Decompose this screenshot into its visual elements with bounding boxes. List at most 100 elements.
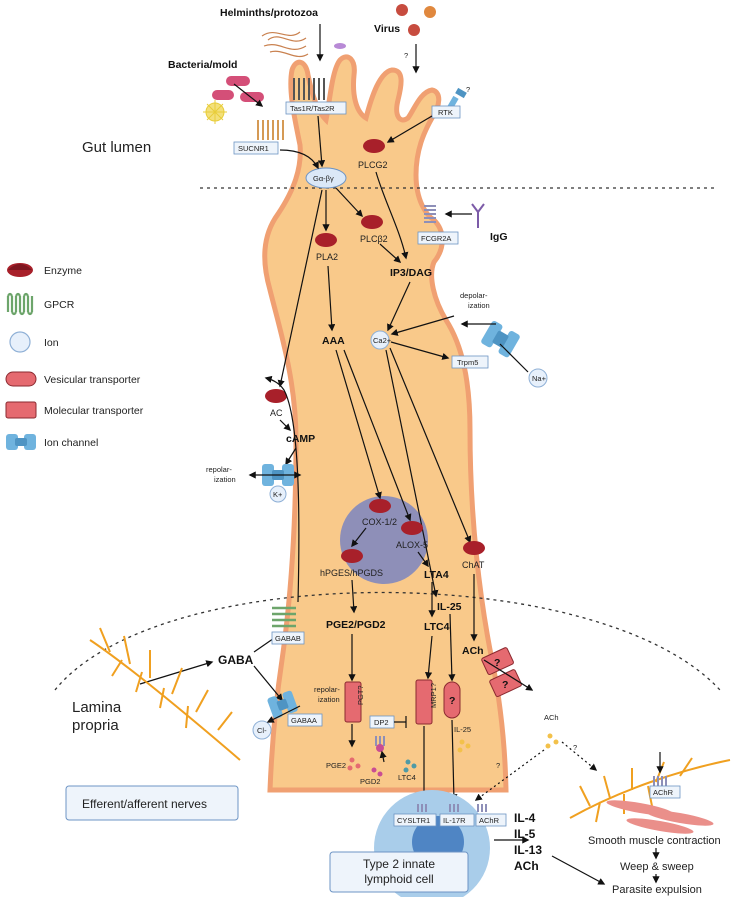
sucnr1-gpcr-icon [257, 120, 284, 140]
protozoa-icon [334, 43, 346, 49]
parasite-expulsion-label: Parasite expulsion [612, 884, 702, 896]
legend-label-vesicular: Vesicular transporter [44, 374, 141, 386]
ltc4-out-label: LTC4 [398, 773, 416, 782]
tas-receptor-box [285, 101, 347, 115]
chat-label: ChAT [462, 560, 485, 570]
cysltr1-label: CYSLTR1 [397, 816, 430, 825]
repolarization-left-label: repolar-ization [206, 465, 236, 484]
g-protein-label: Gα-βγ [313, 174, 334, 183]
transporter-question-1: ? [494, 657, 500, 669]
legend: Enzyme GPCR Ion Vesicular transporter Mo… [5, 263, 144, 450]
achr-ilc-label: AChR [479, 816, 500, 825]
pgt-molecular-transporter [344, 681, 362, 723]
na-ion-label: Na+ [532, 374, 547, 383]
il17r-label: IL-17R [443, 816, 466, 825]
il25-label: IL-25 [437, 601, 462, 613]
achr-ilc-receptor-icon [477, 804, 487, 812]
cytokine-ach: ACh [514, 859, 539, 873]
virus-icon [396, 4, 436, 36]
ac-label: AC [270, 408, 283, 418]
bacteria-label: Bacteria/mold [168, 59, 237, 71]
pge2-molecules-icon [347, 757, 361, 771]
cysltr1-receptor-icon [417, 804, 427, 812]
bacteria-icon [212, 76, 264, 102]
cytokine-il4: IL-4 [514, 811, 536, 825]
gaba-b-box [271, 631, 305, 645]
vesicle-question: ? [449, 695, 455, 707]
plcg2-enzyme-icon [363, 139, 385, 153]
pgd2-molecules-icon [371, 767, 383, 777]
sucnr1-label: SUCNR1 [238, 144, 269, 153]
gaba-b-gpcr-icon [272, 606, 296, 628]
cysltr1-box [393, 813, 437, 827]
tas-receptor-icon [293, 78, 325, 100]
plcb2-enzyme-icon [361, 215, 383, 229]
virus-question: ? [404, 51, 408, 60]
transporter-question-2: ? [502, 679, 508, 691]
il17r-receptor-icon [449, 804, 459, 812]
ilc-box [329, 851, 469, 893]
dp2-label: DP2 [374, 718, 389, 727]
ach-molecular-transporter-2 [489, 669, 522, 698]
rtk-question: ? [466, 85, 470, 94]
alox5-label: ALOX-5 [396, 540, 428, 550]
plcg2-label: PLCG2 [358, 160, 388, 170]
hpges-enzyme-icon [341, 549, 363, 563]
pgd2-out-label: PGD2 [360, 777, 380, 786]
fcgr2a-box [417, 231, 459, 245]
achr-muscle-icon [653, 776, 667, 786]
rtk-box [431, 105, 461, 119]
hpges-label: hPGES/hPGDS [320, 568, 383, 578]
chat-enzyme-icon [463, 541, 485, 555]
lta4-label: LTA4 [424, 569, 449, 581]
achr-ilc-box [475, 813, 507, 827]
mrp1-label: MRP1? [429, 683, 438, 708]
gaba-a-box [287, 713, 323, 727]
mrp1-molecular-transporter [415, 679, 433, 725]
virus-label: Virus [374, 23, 400, 35]
pgt-label: PGT? [356, 685, 365, 705]
igg-icon [471, 203, 485, 228]
depolarization-label: depolar-ization [460, 291, 490, 310]
helminths-label: Helminths/protozoa [220, 7, 318, 19]
legend-label-molecular: Molecular transporter [44, 405, 144, 417]
fcgr2a-label: FCGR2A [421, 234, 451, 243]
nerve-right-icon [569, 757, 731, 823]
ach-molecular-transporter-1 [481, 647, 514, 676]
na-ion-icon [528, 368, 548, 388]
sucnr1-box [233, 141, 279, 155]
repolarization-mid-label: repolar-ization [314, 685, 340, 704]
legend-label-enzyme: Enzyme [44, 265, 82, 277]
weep-sweep-label: Weep & sweep [620, 861, 694, 873]
fcgr2a-icon [424, 205, 436, 223]
gaba-a-label: GABAA [291, 716, 317, 725]
cytokine-il13: IL-13 [514, 843, 542, 857]
trpm5-channel-icon [481, 320, 520, 358]
ach-molecules-icon [545, 733, 559, 749]
pla2-label: PLA2 [316, 252, 338, 262]
rtk-label: RTK [438, 108, 453, 117]
gaba-b-label: GABAB [275, 634, 301, 643]
cox-enzyme-icon [369, 499, 391, 513]
pla2-enzyme-icon [315, 233, 337, 247]
camp-label: cAMP [286, 433, 315, 445]
ltc4-label: LTC4 [424, 621, 450, 633]
il25-out-label: IL-25 [454, 725, 471, 734]
g-protein-icon [305, 167, 347, 189]
smooth-muscle-label: Smooth muscle contraction [588, 835, 721, 847]
molecular-transporter-icon [5, 401, 37, 419]
legend-label-gpcr: GPCR [44, 299, 75, 311]
legend-label-ion: Ion [44, 337, 59, 349]
il25-vesicular-transporter [443, 681, 461, 719]
smooth-muscle-icon [606, 800, 714, 834]
achr-muscle-label: AChR [653, 788, 674, 797]
ltc4-molecules-icon [403, 759, 417, 773]
tas-receptor-label: Tas1R/Tas2R [290, 104, 335, 113]
gaba-label: GABA [218, 653, 254, 667]
legend-label-channel: Ion channel [44, 437, 98, 449]
igg-label: IgG [490, 231, 508, 243]
gpcr-icon [6, 292, 34, 316]
dotted-question-1: ? [573, 743, 577, 752]
